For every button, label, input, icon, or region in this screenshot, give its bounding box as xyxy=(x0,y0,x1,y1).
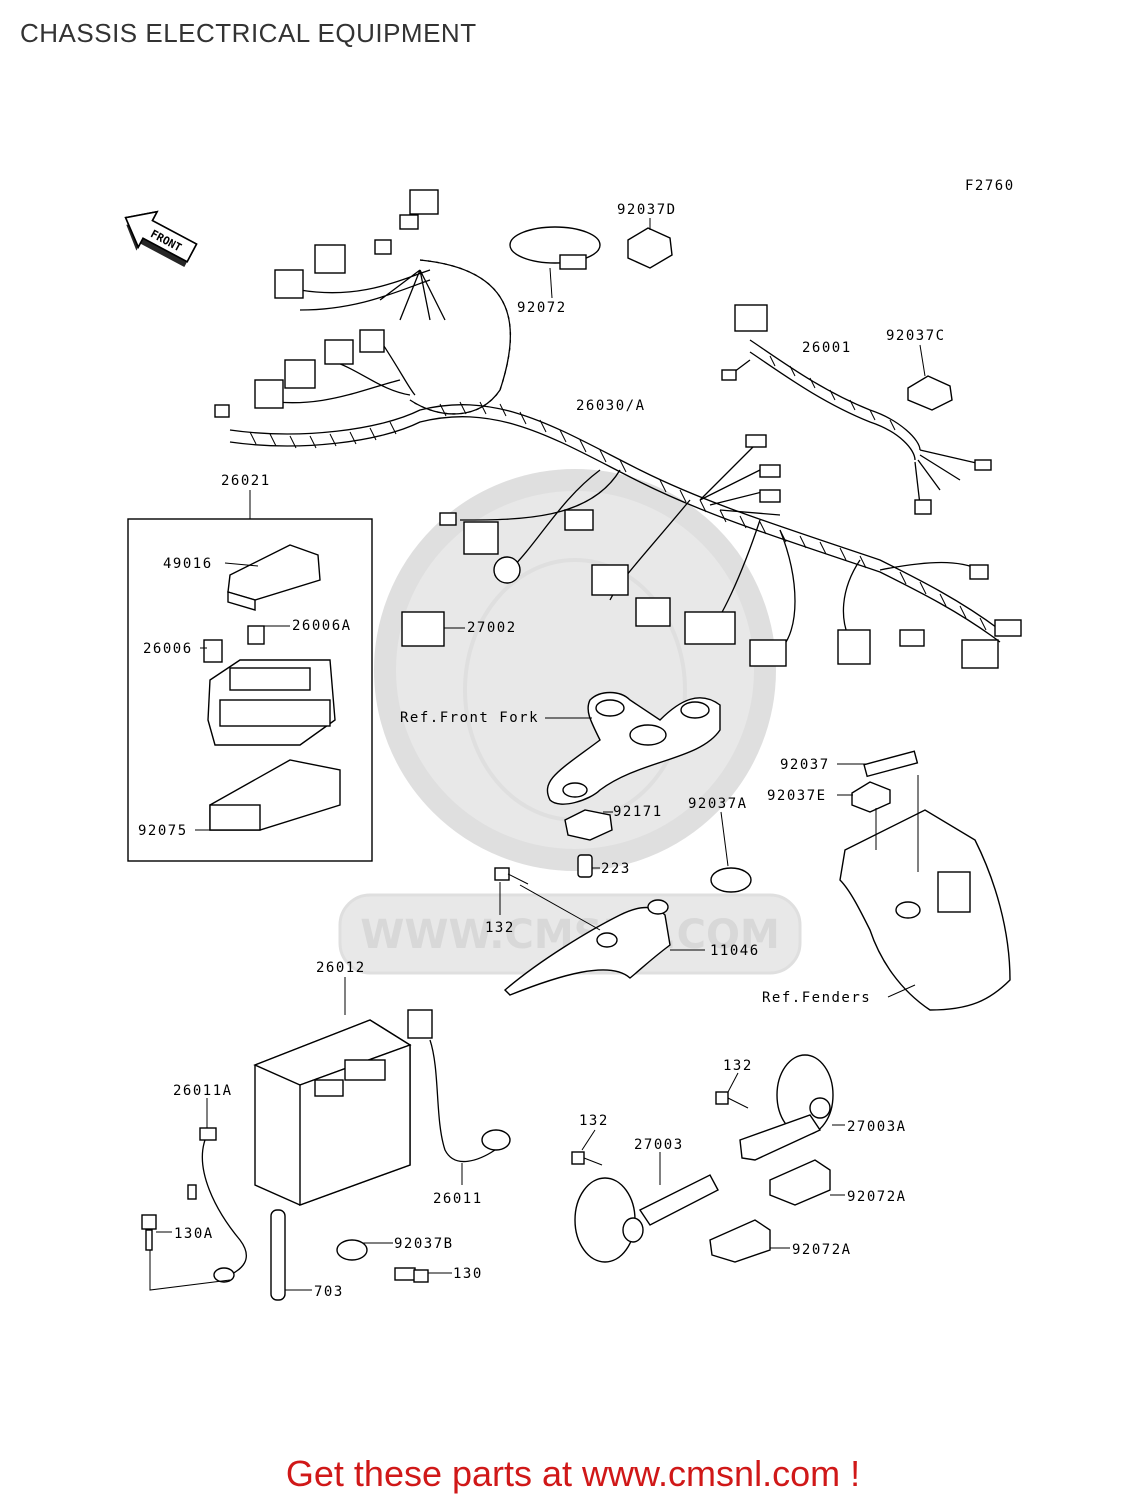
label-26012: 26012 xyxy=(316,960,366,976)
horn-27003 xyxy=(574,1174,719,1263)
bracket-92072A-1 xyxy=(769,1159,831,1206)
sub-harness-26001 xyxy=(721,304,992,515)
label-92037D: 92037D xyxy=(617,202,677,218)
label-92075: 92075 xyxy=(138,823,188,839)
label-92037A: 92037A xyxy=(688,796,748,812)
relay-27002 xyxy=(401,611,445,647)
main-harness xyxy=(229,259,1001,651)
bracket-92072A-2 xyxy=(709,1219,771,1263)
label-132-a: 132 xyxy=(485,920,515,936)
screw-223 xyxy=(577,854,593,878)
label-27003A: 27003A xyxy=(847,1119,907,1135)
cable-26011A xyxy=(187,1127,247,1283)
page-title: CHASSIS ELECTRICAL EQUIPMENT xyxy=(20,18,477,48)
label-92037E: 92037E xyxy=(767,788,827,804)
clamp-92037A xyxy=(710,867,752,893)
label-92171: 92171 xyxy=(613,804,663,820)
label-92037: 92037 xyxy=(780,757,830,773)
rear-fender xyxy=(839,750,1011,1011)
label-130: 130 xyxy=(453,1266,483,1282)
bolt-130 xyxy=(394,1267,429,1283)
cable-26011 xyxy=(407,1009,511,1163)
breather-tube-703 xyxy=(270,1209,286,1301)
front-fork-bracket xyxy=(546,691,721,805)
label-27003: 27003 xyxy=(634,1137,684,1153)
label-132-c: 132 xyxy=(579,1113,609,1129)
bolt-130A xyxy=(141,1214,157,1251)
label-132-b: 132 xyxy=(723,1058,753,1074)
label-223: 223 xyxy=(601,861,631,877)
label-ref-front-fork: Ref.Front Fork xyxy=(400,710,539,726)
label-26011A: 26011A xyxy=(173,1083,233,1099)
figure-code: F2760 xyxy=(965,178,1015,194)
label-130A: 130A xyxy=(174,1226,214,1242)
label-ref-fenders: Ref.Fenders xyxy=(762,990,871,1006)
watermark-logo-icon: WWW.CMSNL.COM xyxy=(338,469,802,975)
clip-92171 xyxy=(564,809,613,841)
bolt-132-a xyxy=(494,867,529,885)
label-49016: 49016 xyxy=(163,556,213,572)
label-26006A: 26006A xyxy=(292,618,352,634)
clamp-92037D xyxy=(627,227,673,269)
bolt-132-b xyxy=(715,1091,749,1109)
label-26030A: 26030/A xyxy=(576,398,646,414)
label-92037B: 92037B xyxy=(394,1236,454,1252)
band-92072 xyxy=(509,226,601,270)
label-92072A-2: 92072A xyxy=(792,1242,852,1258)
bracket-11046 xyxy=(503,899,671,996)
label-92037C: 92037C xyxy=(886,328,946,344)
label-26006: 26006 xyxy=(143,641,193,657)
label-27002: 27002 xyxy=(467,620,517,636)
label-26001: 26001 xyxy=(802,340,852,356)
bolt-132-c xyxy=(571,1151,603,1166)
front-arrow-icon: FRONT xyxy=(124,210,198,267)
fuse-box-26021 xyxy=(203,544,341,831)
clamp-92037C xyxy=(907,375,953,411)
label-26021: 26021 xyxy=(221,473,271,489)
label-26011: 26011 xyxy=(433,1191,483,1207)
clamp-92037B xyxy=(336,1239,368,1261)
label-703: 703 xyxy=(314,1284,344,1300)
cta-link[interactable]: Get these parts at www.cmsnl.com ! xyxy=(285,1453,861,1494)
horn-27003A xyxy=(739,1054,834,1161)
harness-connectors xyxy=(214,189,1022,669)
label-11046: 11046 xyxy=(710,943,760,959)
label-92072A-1: 92072A xyxy=(847,1189,907,1205)
battery-26012 xyxy=(253,1019,412,1206)
label-92072: 92072 xyxy=(517,300,567,316)
